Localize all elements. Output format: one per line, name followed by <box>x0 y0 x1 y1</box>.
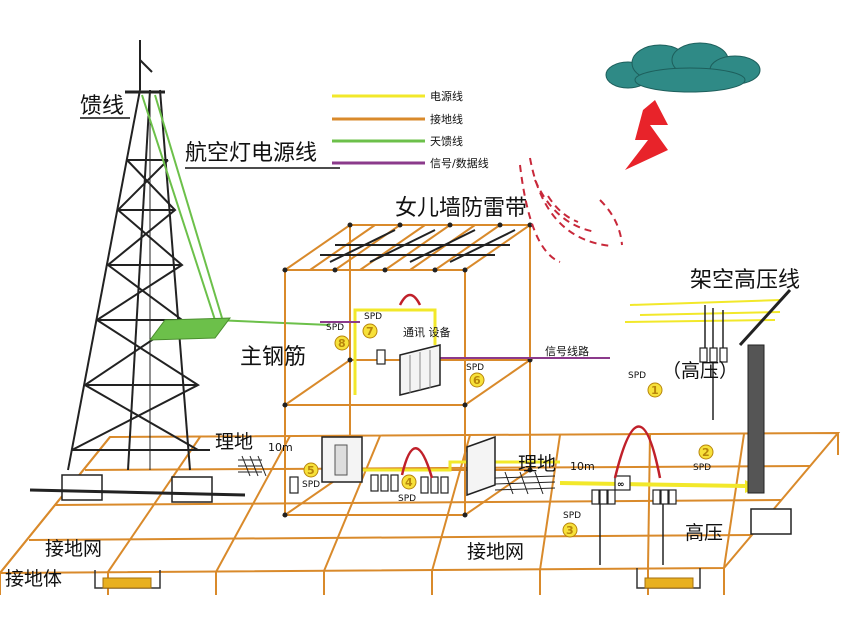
legend-labels: 电源线 接地线 天馈线 信号/数据线 <box>430 89 489 170</box>
overhead-hv-lines <box>624 299 781 323</box>
svg-text:1: 1 <box>651 384 659 397</box>
spd-marker-3: 3 <box>562 522 578 538</box>
em-waves <box>519 157 623 263</box>
legend-lines <box>332 94 425 165</box>
aviation-light-power-label: 航空灯电源线 <box>185 141 317 166</box>
feeder-label: 馈线 <box>80 94 124 119</box>
grounding-body-left <box>94 570 161 589</box>
ground-left-label: 理地 <box>215 431 253 453</box>
spd-marker-7: 7 <box>362 323 378 339</box>
grounding-grid <box>0 431 841 575</box>
legend-signal-label: 信号/数据线 <box>430 156 489 170</box>
spd-tag-5: SPD <box>302 480 320 490</box>
high-voltage-label: 高压 <box>685 522 723 544</box>
main-rebar-label: 主钢筋 <box>240 345 306 370</box>
svg-text:4: 4 <box>405 476 413 489</box>
svg-text:8: 8 <box>338 337 346 350</box>
spd-marker-6: 6 <box>469 372 485 388</box>
spd-marker-2: 2 <box>698 444 714 460</box>
spd-modules <box>289 347 728 505</box>
spd-tag-8: SPD <box>326 323 344 333</box>
svg-text:6: 6 <box>473 374 481 387</box>
ten-m-left-label: 10m <box>268 441 293 454</box>
spd-tag-4: SPD <box>398 494 416 504</box>
spd-marker-1: 1 <box>647 382 663 398</box>
legend-power-label: 电源线 <box>430 89 463 103</box>
spd-tag-6: SPD <box>466 363 484 373</box>
distribution-cabinet <box>321 436 363 483</box>
high-voltage-paren-label: （高压） <box>662 360 738 382</box>
signal-line-label: 信号线路 <box>545 344 589 358</box>
parapet-lightning-strip-label: 女儿墙防雷带 <box>395 196 527 221</box>
hv-drop-lines <box>599 305 724 565</box>
feeder-bridge <box>148 317 232 341</box>
signal-lines <box>320 321 610 359</box>
parapet-lightning-strip <box>320 229 516 263</box>
ground-hatch-left <box>238 455 267 477</box>
spd-tag-2: SPD <box>693 463 711 473</box>
legend-antenna-label: 天馈线 <box>430 134 463 148</box>
hv-pole <box>738 288 792 535</box>
grounding-body-label: 接地体 <box>5 568 62 590</box>
tower-base-boxes <box>29 474 246 503</box>
spd-tag-1: SPD <box>628 371 646 381</box>
spd-markers: 8 7 6 5 4 3 2 1 <box>303 323 714 538</box>
grounding-grid-center-label: 接地网 <box>467 541 524 563</box>
isolation-transformer-glyph: ∞ <box>617 480 625 490</box>
spd-marker-4: 4 <box>401 474 417 490</box>
ground-right-label: 理地 <box>518 453 556 475</box>
telecom-equipment-label: 通讯 设备 <box>403 325 451 339</box>
spd-marker-5: 5 <box>303 462 319 478</box>
svg-text:2: 2 <box>702 446 710 459</box>
grounding-body-right <box>636 568 701 589</box>
ground-hatch-right <box>494 471 556 495</box>
spd-tag-3: SPD <box>563 511 581 521</box>
telecom-equipment <box>399 344 441 396</box>
legend-ground-label: 接地线 <box>430 112 463 126</box>
spd-marker-8: 8 <box>334 335 350 351</box>
overhead-hv-label: 架空高压线 <box>690 268 800 293</box>
spd-tag-7: SPD <box>364 312 382 322</box>
svg-text:3: 3 <box>566 524 574 537</box>
svg-text:7: 7 <box>366 325 374 338</box>
outdoor-cabinet <box>466 435 496 497</box>
surge-arcs <box>398 293 662 479</box>
svg-text:5: 5 <box>307 464 315 477</box>
lightning-bolt <box>625 100 668 170</box>
grounding-grid-left-label: 接地网 <box>45 538 102 560</box>
storm-cloud <box>605 42 761 93</box>
ten-m-right-label: 10m <box>570 460 595 473</box>
